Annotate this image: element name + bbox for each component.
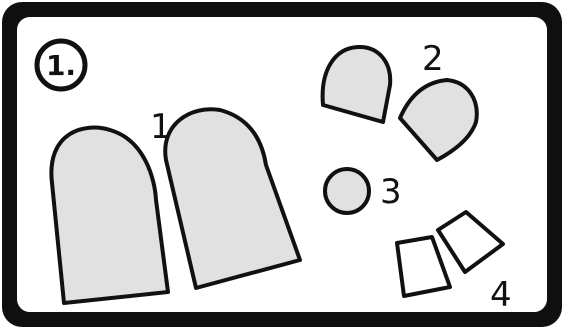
label-group-2: 2 <box>422 39 444 79</box>
step-number: 1. <box>46 49 76 82</box>
step-badge: 1. <box>37 41 85 89</box>
label-group-3: 3 <box>380 172 402 212</box>
piece-group-3: 3 <box>325 169 402 213</box>
circle-piece <box>325 169 369 213</box>
label-group-1: 1 <box>150 107 172 147</box>
label-group-4: 4 <box>490 275 512 315</box>
